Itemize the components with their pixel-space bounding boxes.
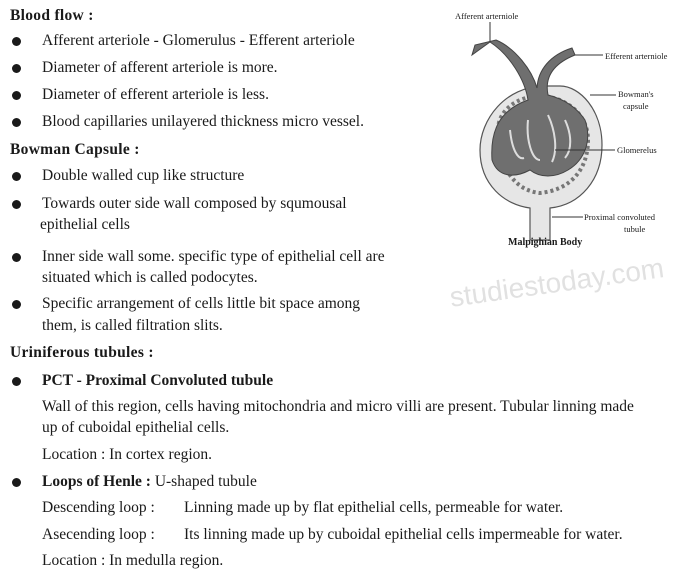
heading-uriniferous: Uriniferous tubules : xyxy=(10,344,154,361)
henle-location: Location : In medulla region. xyxy=(42,552,224,569)
bullet-icon xyxy=(12,200,21,209)
descending-label: Descending loop : xyxy=(42,499,155,516)
heading-bowman-capsule: Bowman Capsule : xyxy=(10,141,140,158)
ascending-text: Its linning made up by cuboidal epitheli… xyxy=(184,526,623,543)
list-item: Double walled cup like structure xyxy=(42,167,245,184)
list-item: Towards outer side wall composed by squm… xyxy=(42,195,347,212)
henle-heading: Loops of Henle : U-shaped tubule xyxy=(42,473,257,491)
figure-caption: Malpighian Body xyxy=(508,237,583,248)
label-glomerulus: Glomerelus xyxy=(617,145,657,155)
label-pct-2: tubule xyxy=(624,224,646,234)
bullet-icon xyxy=(12,253,21,262)
list-item: Specific arrangement of cells little bit… xyxy=(42,295,361,312)
henle-subtitle: U-shaped tubule xyxy=(154,473,257,490)
list-item-cont: epithelial cells xyxy=(40,216,130,233)
list-item: Diameter of afferent arteriole is more. xyxy=(42,59,278,76)
bullet-icon xyxy=(12,478,21,487)
list-item: Inner side wall some. specific type of e… xyxy=(42,248,385,265)
pct-location: Location : In cortex region. xyxy=(42,446,213,463)
label-efferent: Efferent arterniole xyxy=(605,51,668,61)
watermark: studiestoday.com xyxy=(447,252,666,313)
list-item-cont: situated which is called podocytes. xyxy=(42,269,258,286)
descending-text: Linning made up by flat epithelial cells… xyxy=(184,499,564,516)
malpighian-body-diagram xyxy=(471,22,616,241)
bullet-icon xyxy=(12,64,21,73)
bullet-icon xyxy=(12,377,21,386)
list-item: Afferent arteriole - Glomerulus - Effere… xyxy=(42,32,355,49)
label-afferent: Afferent arterniole xyxy=(455,11,519,21)
ascending-label: Asecending loop : xyxy=(42,526,155,543)
henle-title: Loops of Henle : xyxy=(42,473,151,490)
label-pct-1: Proximal convoluted xyxy=(584,212,656,222)
heading-blood-flow: Blood flow : xyxy=(10,7,94,24)
label-bowman-2: capsule xyxy=(623,101,649,111)
list-item: Blood capillaries unilayered thickness m… xyxy=(42,113,364,130)
bullet-icon xyxy=(12,37,21,46)
bullet-icon xyxy=(12,172,21,181)
bullet-icon xyxy=(12,118,21,127)
bullet-icon xyxy=(12,300,21,309)
list-item-cont: them, is called filtration slits. xyxy=(42,317,223,334)
list-item: Diameter of efferent arteriole is less. xyxy=(42,86,269,103)
pct-line: Wall of this region, cells having mitoch… xyxy=(42,398,634,415)
label-bowman-1: Bowman's xyxy=(618,89,654,99)
pct-title: PCT - Proximal Convoluted tubule xyxy=(42,372,274,389)
bullet-icon xyxy=(12,91,21,100)
pct-line: up of cuboidal epithelial cells. xyxy=(42,419,230,436)
